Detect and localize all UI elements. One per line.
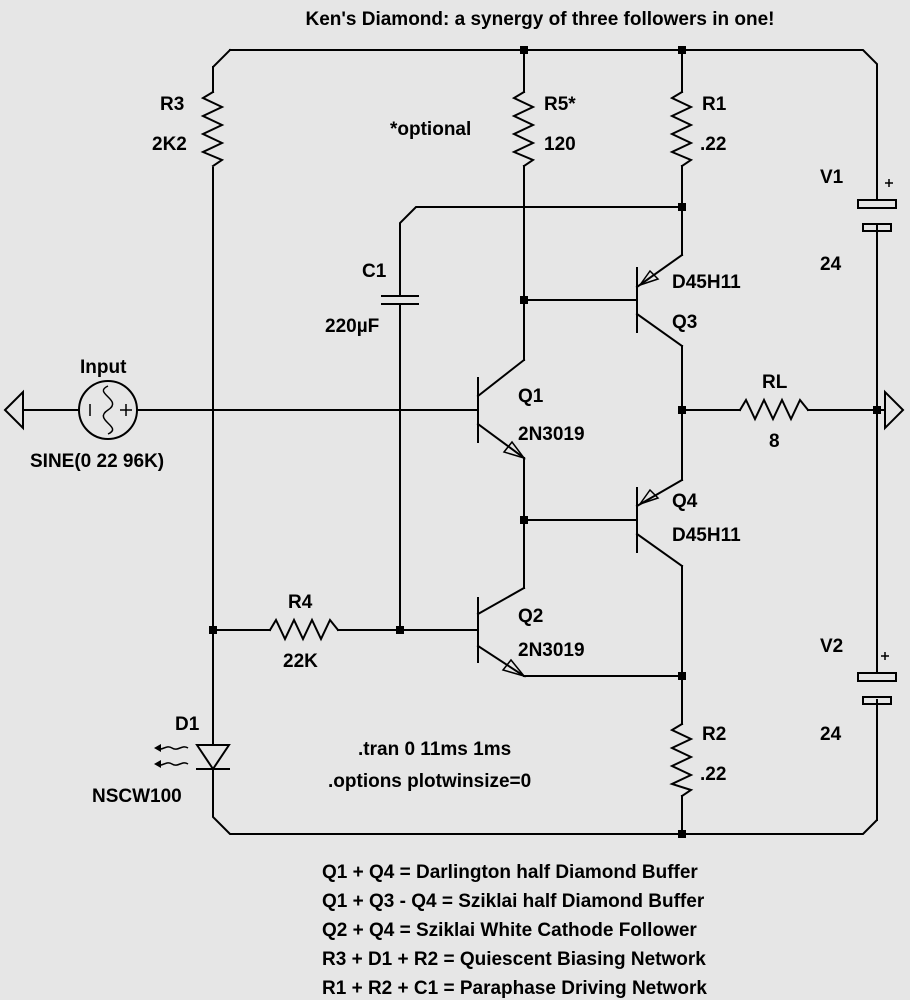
c1-name: C1 <box>362 261 387 282</box>
r1-name: R1 <box>702 94 727 115</box>
note-line: R3 + D1 + R2 = Quiescent Biasing Network <box>322 949 706 970</box>
r5-value: 120 <box>544 134 576 155</box>
v2-value: 24 <box>820 724 842 745</box>
battery-v1 <box>857 174 897 232</box>
resistor-r1 <box>669 49 694 256</box>
r2-value: .22 <box>700 764 726 785</box>
directive-tran: .tran 0 11ms 1ms <box>358 739 511 760</box>
r3-value: 2K2 <box>152 134 187 155</box>
rl-name: RL <box>762 372 788 393</box>
q4-name: Q4 <box>672 491 698 512</box>
r1-value: .22 <box>700 134 726 155</box>
q2-model: 2N3019 <box>518 640 585 661</box>
junction-dots <box>209 46 881 838</box>
v1-name: V1 <box>820 167 844 188</box>
capacitor-c1 <box>381 206 683 631</box>
q3-name: Q3 <box>672 312 697 333</box>
rl-value: 8 <box>769 431 780 452</box>
input-source <box>3 380 479 440</box>
transistor-q4 <box>523 478 684 725</box>
q4-model: D45H11 <box>672 525 741 546</box>
input-value: SINE(0 22 96K) <box>30 451 164 472</box>
resistor-r3 <box>200 66 225 168</box>
resistor-rl <box>681 389 905 431</box>
diagram-title: Ken's Diamond: a synergy of three follow… <box>305 9 774 30</box>
resistor-r2 <box>669 722 694 835</box>
note-line: R1 + R2 + C1 = Paraphase Driving Network <box>322 978 707 999</box>
r3-name: R3 <box>160 94 184 115</box>
r4-value: 22K <box>283 651 318 672</box>
battery-v2 <box>857 652 897 821</box>
note-line: Q1 + Q4 = Darlington half Diamond Buffer <box>322 862 698 883</box>
note-line: Q2 + Q4 = Sziklai White Cathode Follower <box>322 920 697 941</box>
resistor-r4 <box>212 617 401 642</box>
d1-model: NSCW100 <box>92 786 182 807</box>
transistor-q3 <box>523 253 684 481</box>
v2-name: V2 <box>820 636 843 657</box>
r4-name: R4 <box>288 592 313 613</box>
note-line: Q1 + Q3 - Q4 = Sziklai half Diamond Buff… <box>322 891 705 912</box>
r2-name: R2 <box>702 724 726 745</box>
led-d1 <box>154 629 231 791</box>
directive-options: .options plotwinsize=0 <box>328 771 531 792</box>
r5-optional-note: *optional <box>390 119 471 140</box>
explanation-notes: Q1 + Q4 = Darlington half Diamond Buffer… <box>322 862 707 999</box>
q2-name: Q2 <box>518 606 543 627</box>
transistor-q2 <box>399 586 683 678</box>
r5-name: R5* <box>544 94 576 115</box>
input-name: Input <box>80 357 127 378</box>
v1-value: 24 <box>820 254 842 275</box>
q1-model: 2N3019 <box>518 424 585 445</box>
c1-value: 220µF <box>325 316 379 337</box>
resistor-r5 <box>511 49 536 361</box>
q3-model: D45H11 <box>672 272 741 293</box>
q1-name: Q1 <box>518 386 544 407</box>
d1-name: D1 <box>175 714 200 735</box>
